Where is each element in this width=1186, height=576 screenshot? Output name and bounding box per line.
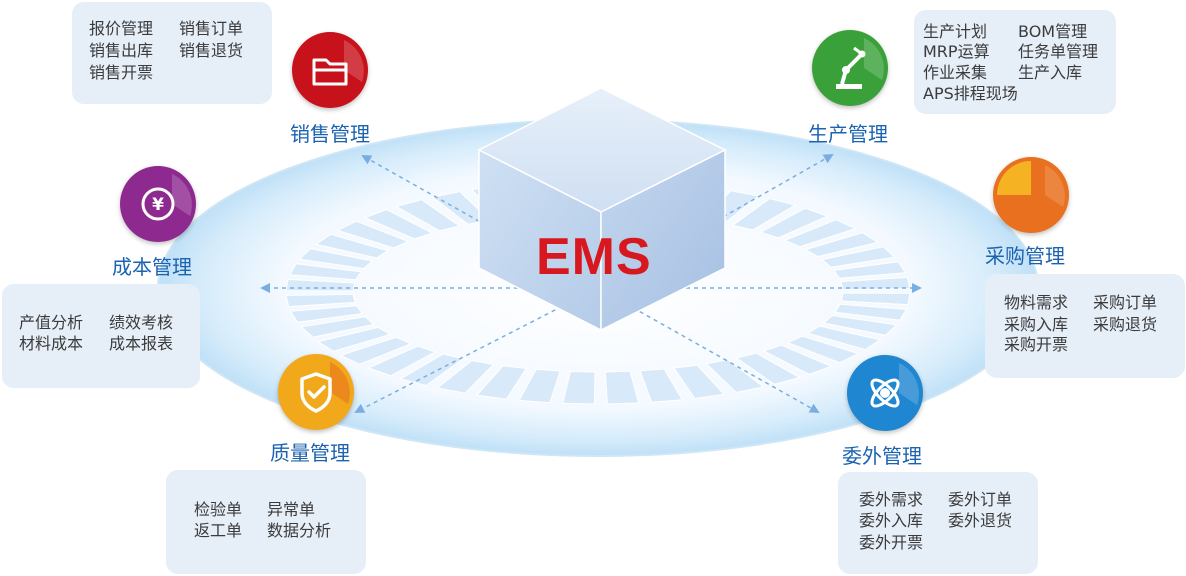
production-items-box: 生产计划 BOM管理 MRP运算 任务单管理 作业采集 生产入库 APS排程现场 [914, 10, 1116, 114]
cost-item: 成本报表 [109, 334, 174, 353]
cost-item: 绩效考核 [109, 313, 174, 332]
ring-segment [804, 232, 880, 258]
ring-segment [762, 344, 833, 375]
sales-item: 销售退货 [179, 41, 244, 60]
purchase-item: 采购退货 [1093, 315, 1158, 334]
outsource-item: 委外入库 [859, 511, 924, 530]
atom-icon [847, 355, 923, 431]
outsource-item: 委外需求 [859, 490, 924, 509]
outsource-item: 委外退货 [948, 511, 1013, 530]
ring-segment [399, 353, 465, 387]
ring-segment [806, 325, 882, 351]
center-label: EMS [536, 228, 652, 286]
quality-item: 检验单 [194, 500, 243, 519]
ring-segment [840, 276, 911, 291]
ring-segment [339, 336, 413, 365]
ring-segment [436, 360, 495, 394]
robot-arm-icon [812, 30, 888, 106]
ems-cube [477, 87, 727, 332]
ring-segment [289, 305, 363, 323]
ring-segment [731, 197, 797, 231]
ring-segment [759, 207, 829, 239]
cost-items-box: 产值分析 绩效考核 材料成本 成本报表 [2, 284, 200, 388]
quality-item: 返工单 [194, 521, 243, 540]
ring-segment [822, 314, 898, 336]
purchase-item: 采购开票 [1004, 335, 1069, 354]
purchase-title: 采购管理 [985, 244, 1065, 268]
production-title: 生产管理 [808, 122, 888, 146]
folder-icon [292, 32, 368, 108]
ring-segment [395, 199, 461, 232]
sales-item: 销售出库 [89, 41, 154, 60]
production-item: 任务单管理 [1018, 42, 1099, 61]
production-item: BOM管理 [1018, 22, 1088, 41]
cost-item: 材料成本 [19, 334, 84, 353]
ring-segment [562, 370, 596, 405]
ring-segment [833, 261, 907, 279]
quality-item: 异常单 [267, 500, 316, 519]
ring-segment [285, 278, 356, 292]
production-item: 作业采集 [923, 63, 988, 82]
ring-segment [476, 365, 528, 400]
shield-check-icon [278, 354, 354, 430]
purchase-item: 物料需求 [1004, 293, 1069, 312]
quality-title: 质量管理 [270, 441, 350, 465]
ring-segment [604, 370, 640, 405]
svg-text:¥: ¥ [152, 195, 164, 215]
outsource-title: 委外管理 [842, 444, 922, 468]
sales-items-box: 报价管理 销售订单 销售出库 销售退货 销售开票 [72, 2, 272, 104]
ring-segment [367, 345, 437, 377]
ring-segment [639, 368, 684, 403]
ring-segment [840, 292, 911, 306]
ring-segment [735, 352, 801, 385]
ring-segment [288, 263, 362, 281]
ring-segment [783, 219, 857, 248]
ring-segment [298, 248, 374, 270]
connector-arrow [354, 287, 599, 413]
sales-item: 销售订单 [179, 19, 244, 38]
yen-coin-icon: ¥ [120, 166, 196, 242]
purchase-icon [993, 157, 1069, 233]
outsource-item: 委外订单 [948, 490, 1013, 509]
ring-segment [336, 220, 410, 249]
quality-item: 数据分析 [267, 521, 332, 540]
quality-items-box: 检验单 异常单 返工单 数据分析 [166, 470, 366, 574]
cost-item: 产值分析 [19, 313, 84, 332]
ring-segment [285, 293, 356, 308]
purchase-item: 采购订单 [1093, 293, 1158, 312]
sales-item: 销售开票 [89, 63, 154, 82]
ring-segment [786, 335, 860, 364]
ring-segment [705, 359, 765, 393]
cost-title: 成本管理 [112, 255, 192, 279]
sales-title: 销售管理 [290, 122, 370, 146]
production-item: 生产入库 [1018, 63, 1083, 82]
purchase-item: 采购入库 [1004, 315, 1069, 334]
production-item: 生产计划 [923, 22, 988, 41]
sales-item: 报价管理 [89, 19, 154, 38]
production-item: MRP运算 [923, 42, 990, 61]
ring-segment [821, 246, 896, 268]
connector-arrow [597, 154, 834, 289]
outsource-items-box: 委外需求 委外订单 委外入库 委外退货 委外开票 [838, 472, 1038, 574]
connector-arrow [361, 155, 599, 289]
ring-segment [518, 368, 561, 404]
ring-segment [673, 364, 726, 400]
purchase-items-box: 物料需求 采购订单 采购入库 采购退货 采购开票 [985, 274, 1185, 378]
ring-segment [316, 326, 392, 352]
segmented-ring [285, 179, 911, 405]
ring-segment [834, 303, 908, 321]
ring-segment [363, 209, 434, 240]
ring-segment [314, 233, 390, 259]
production-item: APS排程现场 [923, 84, 1018, 103]
outsource-item: 委外开票 [859, 533, 924, 552]
ring-segment [300, 316, 375, 338]
